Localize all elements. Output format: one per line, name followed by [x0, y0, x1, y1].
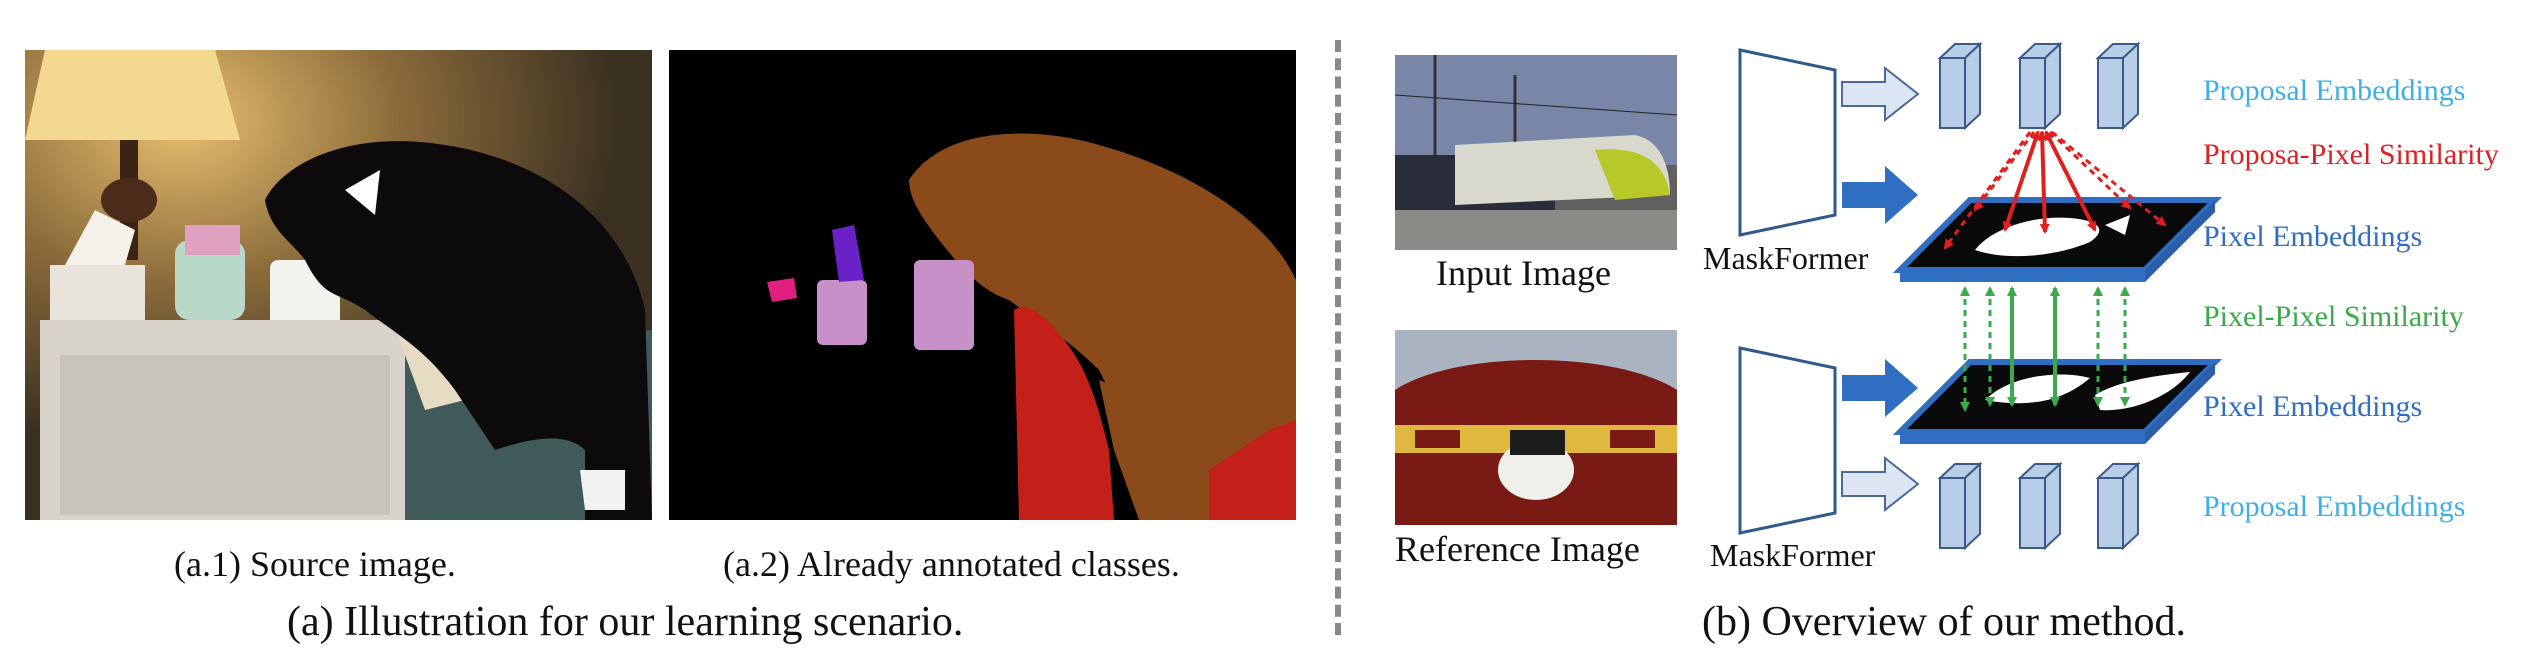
input-image	[1395, 55, 1677, 250]
pixel-embedding-plate-top	[1892, 197, 2223, 282]
arrow-to-proposals-top	[1841, 65, 1920, 123]
proposal-embedding-box	[2095, 41, 2141, 131]
maskformer-top-label: MaskFormer	[1703, 240, 1869, 276]
legend-pixel-embeddings-top: Pixel Embeddings	[2203, 220, 2423, 253]
arrow-to-pixels-top	[1842, 166, 1918, 224]
legend-pixel-pixel-similarity: Pixel-Pixel Similarity	[2203, 300, 2464, 333]
proposal-embedding-box	[1937, 41, 1983, 131]
legend-proposal-pixel-similarity: Proposa-Pixel Similarity	[2203, 138, 2499, 171]
legend-proposal-embeddings-bottom: Proposal Embeddings	[2203, 490, 2466, 523]
pixel-pixel-similarity-arrows	[1960, 286, 2130, 412]
proposal-embedding-box	[1937, 461, 1983, 551]
annotated-mask-image	[669, 50, 1296, 520]
pixel-embedding-plate-bottom	[1892, 359, 2223, 444]
source-image	[25, 50, 652, 520]
panel-divider	[1335, 40, 1341, 635]
legend-pixel-embeddings-bottom: Pixel Embeddings	[2203, 390, 2423, 423]
arrow-to-pixels-bottom	[1842, 359, 1918, 417]
input-image-label: Input Image	[1436, 253, 1611, 293]
arrow-to-proposals-bottom	[1841, 455, 1920, 513]
reference-image	[1395, 330, 1677, 525]
proposal-embedding-box	[2017, 41, 2063, 131]
proposal-pixel-similarity-arrows	[1943, 130, 2167, 250]
maskformer-bottom-label: MaskFormer	[1710, 537, 1876, 573]
annotated-caption: (a.2) Already annotated classes.	[723, 544, 1180, 584]
source-caption: (a.1) Source image.	[174, 544, 456, 584]
left-main-caption: (a) Illustration for our learning scenar…	[287, 599, 964, 645]
proposal-embedding-box	[2095, 461, 2141, 551]
proposal-embedding-box	[2017, 461, 2063, 551]
maskformer-top-block	[1738, 48, 1837, 237]
maskformer-bottom-block	[1738, 346, 1837, 535]
right-main-caption: (b) Overview of our method.	[1702, 599, 2187, 645]
reference-image-label: Reference Image	[1395, 529, 1640, 569]
legend-proposal-embeddings-top: Proposal Embeddings	[2203, 74, 2466, 107]
